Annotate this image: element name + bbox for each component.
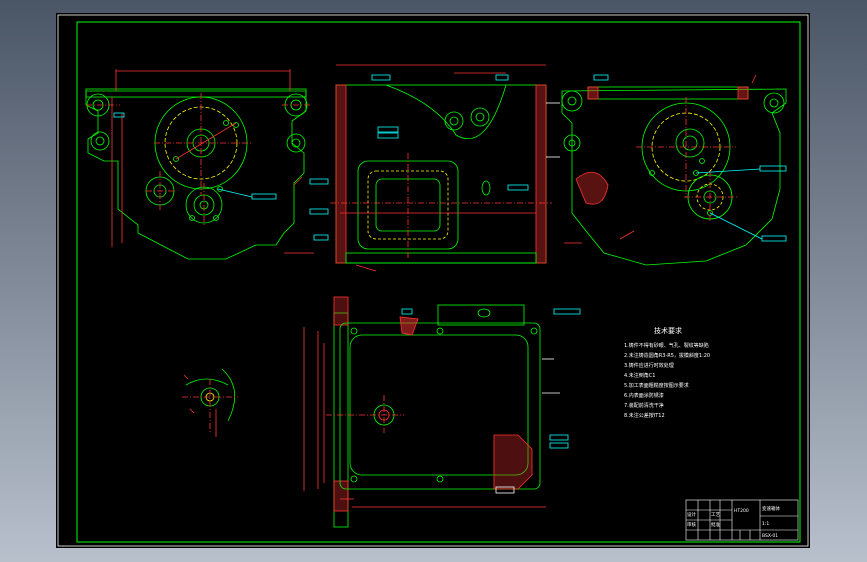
front-view [85,69,314,260]
technical-notes: 技术要求 1.铸件不得有砂眼、气孔、裂纹等缺陷 2.未注铸造圆角R3-R5，拔模… [624,326,710,419]
section-view [309,64,560,272]
outer-frame [57,14,809,547]
note-line-5: 5.加工表面粗糙度按图示要求 [624,382,689,389]
title-part-name: 变速箱体 [762,505,780,512]
note-line-6: 6.内表面涂防锈漆 [624,392,664,399]
note-line-7: 7.装配前清洗干净 [624,402,664,409]
cad-drawing-canvas: 技术要求 1.铸件不得有砂眼、气孔、裂纹等缺陷 2.未注铸造圆角R3-R5，拔模… [57,14,809,547]
detail-view [182,368,238,437]
title-label-process: 工艺 [711,512,720,518]
title-label-approve: 批准 [711,521,720,528]
note-line-1: 1.铸件不得有砂眼、气孔、裂纹等缺陷 [624,342,709,349]
inner-frame [76,21,801,543]
top-view [303,296,581,528]
title-drawing-no: BSX-01 [762,533,778,539]
note-line-4: 4.未注倒角C1 [624,372,655,379]
title-material: HT200 [734,508,749,514]
side-view [561,74,787,266]
title-scale: 1:1 [762,521,769,527]
note-line-2: 2.未注铸造圆角R3-R5，拔模斜度1:20 [624,352,710,359]
cad-drawing-viewport[interactable]: 技术要求 1.铸件不得有砂眼、气孔、裂纹等缺陷 2.未注铸造圆角R3-R5，拔模… [56,13,810,548]
title-label-review: 审核 [687,521,696,528]
title-block: 变速箱体 1:1 HT200 BSX-01 设计 审核 工艺 批准 [685,499,799,541]
note-line-8: 8.未注公差按IT12 [624,412,665,419]
note-line-3: 3.铸件应进行时效处理 [624,362,674,369]
notes-title: 技术要求 [654,326,682,335]
title-label-design: 设计 [687,511,696,518]
